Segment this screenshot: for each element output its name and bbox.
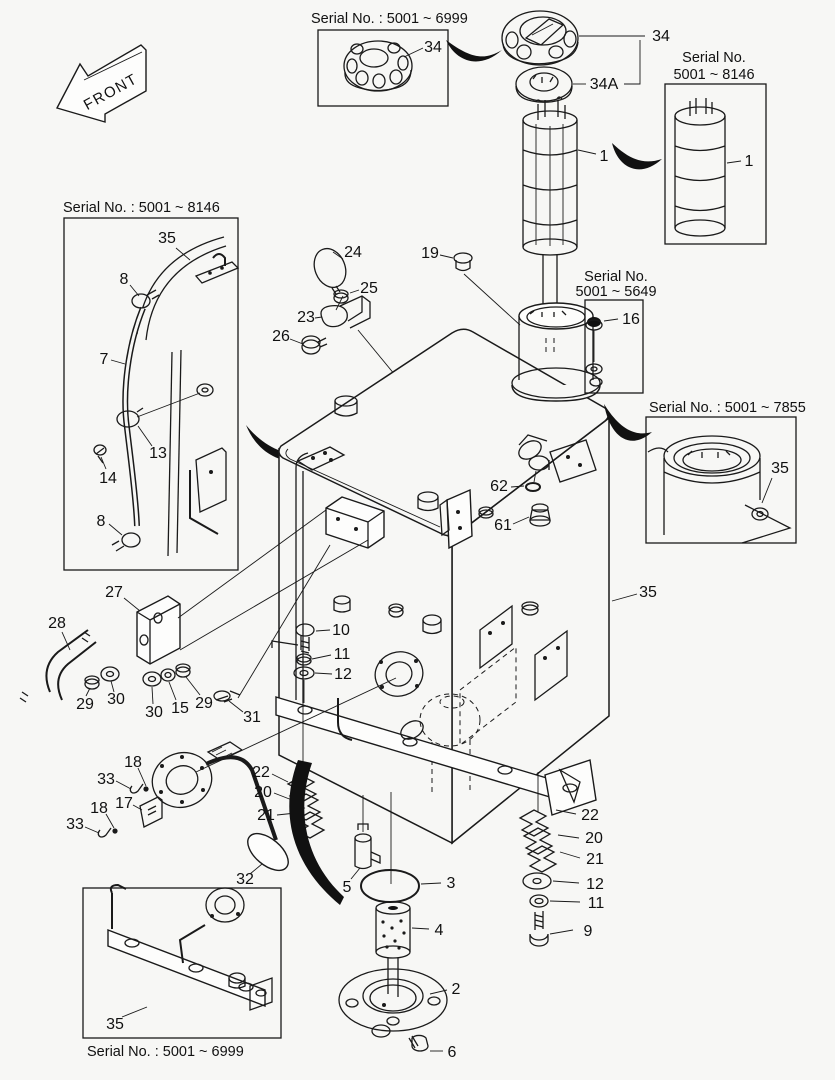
serial-caption: Serial No. : 5001 ~ 6999: [87, 1044, 244, 1060]
callout-18-lower: 18: [90, 800, 108, 817]
callout-34-box: 34: [424, 39, 442, 56]
callout-21-left: 21: [257, 807, 275, 824]
callout-5: 5: [343, 879, 352, 896]
callout-17: 17: [115, 795, 133, 812]
callout-26: 26: [272, 328, 290, 345]
serial-caption-line2: 5001 ~ 5649: [575, 284, 656, 300]
callout-30-right: 30: [145, 704, 163, 721]
fuel-cap-assembly: [501, 10, 579, 306]
callout-29-left: 29: [76, 696, 94, 713]
callout-14: 14: [99, 470, 117, 487]
callout-9: 9: [584, 923, 593, 940]
callout-11-right: 11: [588, 895, 605, 912]
detail-box-cap-old: Serial No. : 5001 ~ 6999 34: [311, 11, 468, 107]
callout-1: 1: [600, 148, 609, 165]
shim-stack-right: 22 20 21 12 11 9: [518, 772, 605, 947]
callout-11-mid: 11: [334, 646, 351, 663]
callout-13: 13: [149, 445, 167, 462]
callout-22-left: 22: [252, 764, 270, 781]
callout-34: 34: [652, 28, 670, 45]
drain-group: 5 3 4 2 6: [338, 792, 461, 1061]
detail-box-plug16: Serial No. 5001 ~ 5649 16: [575, 269, 657, 394]
callout-12-right: 12: [586, 876, 604, 893]
swoosh-arrow-strainer: [612, 143, 662, 170]
strainer-drawing: [674, 98, 726, 237]
callout-62: 62: [490, 478, 508, 495]
callout-3: 3: [447, 875, 456, 892]
callout-10: 10: [332, 622, 350, 639]
swoosh-arrow-neck: [604, 404, 652, 441]
fuel-tank-body: [275, 302, 610, 845]
callout-15: 15: [171, 700, 189, 717]
serial-caption-line2: 5001 ~ 8146: [673, 67, 754, 83]
bolt-washer-group-mid: 10 11 12: [271, 622, 352, 703]
plug-19: 19: [421, 245, 521, 326]
callout-18-upper: 18: [124, 754, 142, 771]
swoosh-arrow-cap: [446, 40, 502, 62]
callout-30-left: 30: [107, 691, 125, 708]
callout-1-box: 1: [745, 153, 754, 170]
callout-22-right: 22: [581, 807, 599, 824]
callout-33-upper: 33: [97, 771, 115, 788]
callout-35-tank: 35: [639, 584, 657, 601]
callout-12-mid: 12: [334, 666, 352, 683]
serial-caption: Serial No. : 5001 ~ 8146: [63, 200, 220, 216]
callout-4: 4: [435, 922, 444, 939]
callout-35-neck-box: 35: [771, 460, 789, 477]
front-direction-arrow: FRONT: [55, 44, 147, 123]
callout-24: 24: [344, 244, 362, 261]
serial-caption-line1: Serial No.: [584, 269, 648, 285]
callout-16: 16: [622, 311, 640, 328]
callout-34a: 34A: [590, 76, 619, 93]
serial-caption: Serial No. : 5001 ~ 7855: [649, 400, 806, 416]
detail-box-hose-kit: Serial No. : 5001 ~ 8146 35 8 7: [63, 200, 240, 571]
callout-20-right: 20: [585, 830, 603, 847]
detail-box-bracket-old: 35 Serial No. : 5001 ~ 6999: [82, 883, 282, 1060]
callout-23: 23: [297, 309, 315, 326]
callout-29-right: 29: [195, 695, 213, 712]
callout-35-bracket-box: 35: [106, 1016, 124, 1033]
callout-35-hose-box: 35: [158, 230, 176, 247]
callout-19: 19: [421, 245, 439, 262]
swoosh-arrow-bracket: [289, 760, 344, 905]
ubolt-bracket-group: 27 28 29 30 30 15 29 31: [19, 509, 369, 726]
callout-7: 7: [100, 351, 109, 368]
callout-21-right: 21: [586, 851, 604, 868]
callout-61: 61: [494, 517, 512, 534]
serial-caption: Serial No. : 5001 ~ 6999: [311, 11, 468, 27]
fuel-sender-group: 18 33 17 18 33 32: [66, 677, 397, 888]
serial-caption-line1: Serial No.: [682, 50, 746, 66]
callout-8-lower: 8: [97, 513, 106, 530]
callout-33-lower: 33: [66, 816, 84, 833]
callout-32: 32: [236, 871, 254, 888]
callout-8-upper: 8: [120, 271, 129, 288]
detail-box-filler-neck: Serial No. : 5001 ~ 7855 35: [645, 400, 806, 544]
detail-box-strainer-new: Serial No. 5001 ~ 8146 1: [664, 50, 767, 245]
cap-rosette-drawing: [343, 40, 413, 92]
callout-31: 31: [243, 709, 261, 726]
callout-25: 25: [360, 280, 378, 297]
callout-27: 27: [105, 584, 123, 601]
callout-6: 6: [448, 1044, 457, 1061]
callout-2: 2: [452, 981, 461, 998]
callout-20-left: 20: [254, 784, 272, 801]
callout-28: 28: [48, 615, 66, 632]
